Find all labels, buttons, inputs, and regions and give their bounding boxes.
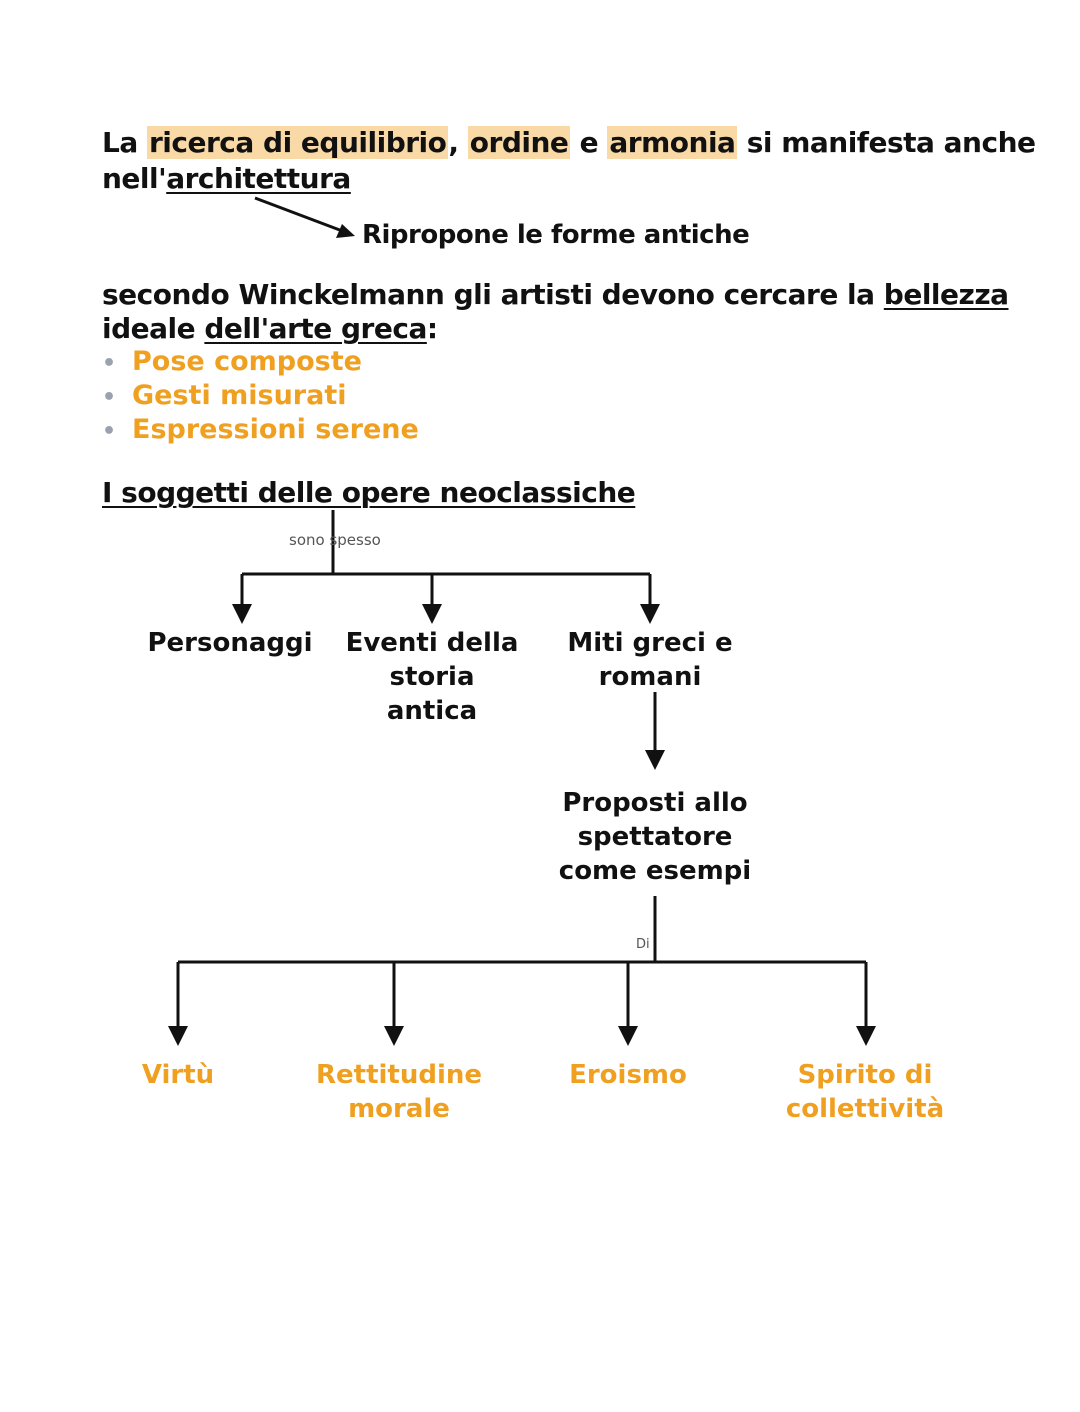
intro-text-end: si manifesta anche <box>746 126 1036 159</box>
node-virtu: Virtù <box>141 1060 215 1090</box>
arrow-head-icon <box>856 1026 876 1046</box>
intro-line-1: La ricerca di equilibrio, ordine e armon… <box>102 126 1036 159</box>
intro-text: La <box>102 126 138 159</box>
diagram-title-text: I soggetti delle opere neoclassiche <box>102 476 636 509</box>
arrow-head-icon <box>640 604 660 624</box>
node-eventi: Eventi della storia antica <box>345 628 519 726</box>
underline-bellezza: bellezza <box>883 278 1009 311</box>
bullet-item: • Espressioni serene <box>102 414 419 445</box>
bullet-dot-icon: • <box>102 385 117 410</box>
node-rettitudine: Rettitudine morale <box>315 1060 483 1124</box>
node-personaggi: Personaggi <box>147 628 313 658</box>
connector-label-di: Di <box>636 937 650 952</box>
bullet-label: Pose composte <box>132 346 362 377</box>
conjunction: e <box>579 126 599 159</box>
winckelmann-line-1: secondo Winckelmann gli artisti devono c… <box>102 278 1009 311</box>
arrow-architettura <box>254 196 346 234</box>
highlight-equilibrio: ricerca di equilibrio <box>147 126 449 159</box>
arrow-head-icon <box>336 224 355 238</box>
intro-nell: nell' <box>102 162 167 195</box>
highlight-armonia: armonia <box>607 126 738 159</box>
bullet-dot-icon: • <box>102 419 117 444</box>
winckelmann-text: secondo Winckelmann gli artisti devono c… <box>102 278 875 311</box>
node-miti: Miti greci e romani <box>567 628 733 692</box>
connector-label-sono-spesso: sono spesso <box>289 531 381 549</box>
colon: : <box>426 312 438 345</box>
arrow-head-icon <box>168 1026 188 1046</box>
arrow-head-icon <box>618 1026 638 1046</box>
arrow-head-icon <box>422 604 442 624</box>
arrow-head-icon <box>645 750 665 770</box>
node-spirito: Spirito di collettività <box>785 1060 945 1124</box>
highlight-ordine: ordine <box>467 126 571 159</box>
bullet-item: • Pose composte <box>102 346 362 377</box>
ideale-text: ideale <box>102 312 196 345</box>
bullet-item: • Gesti misurati <box>102 380 346 411</box>
underline-architettura: architettura <box>166 162 351 195</box>
underline-arte-greca: dell'arte greca <box>204 312 427 345</box>
intro-line-2: nell'architettura <box>102 162 351 195</box>
bullet-label: Espressioni serene <box>132 414 419 445</box>
node-proposti: Proposti allo spettatore come esempi <box>558 788 752 886</box>
bullet-dot-icon: • <box>102 351 117 376</box>
node-eroismo: Eroismo <box>569 1060 687 1090</box>
winckelmann-line-2: ideale dell'arte greca: <box>102 312 438 345</box>
comma: , <box>448 126 459 159</box>
arrow-head-icon <box>232 604 252 624</box>
bullet-label: Gesti misurati <box>132 380 347 411</box>
arrow-head-icon <box>384 1026 404 1046</box>
diagram-title: I soggetti delle opere neoclassiche <box>102 476 636 509</box>
arrow-label-ripropone: Ripropone le forme antiche <box>362 220 750 250</box>
